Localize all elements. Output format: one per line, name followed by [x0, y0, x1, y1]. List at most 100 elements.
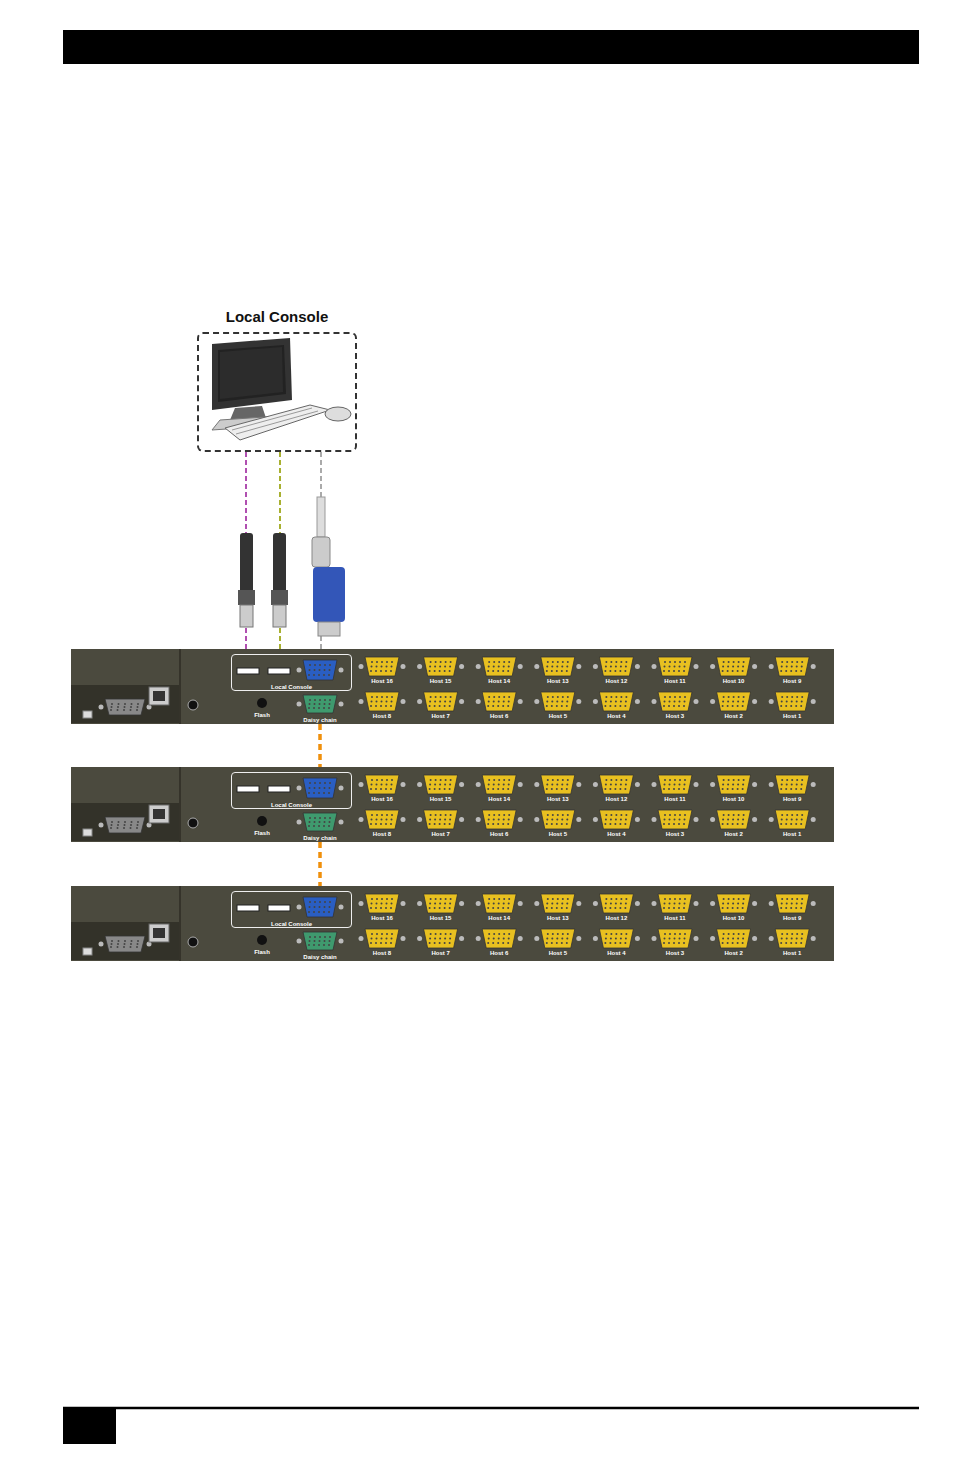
pin-hole: [780, 907, 782, 909]
screw: [476, 699, 481, 704]
pin-hole: [683, 788, 685, 790]
pin-hole: [487, 788, 489, 790]
pin-hole: [319, 782, 321, 784]
pin-hole: [328, 911, 330, 913]
pin-hole: [722, 903, 724, 905]
pin-hole: [440, 898, 442, 900]
pin-hole: [449, 788, 451, 790]
pin-hole: [313, 911, 315, 913]
port-label: Host 12: [595, 915, 637, 922]
pin-hole: [620, 779, 622, 781]
cable-connector: [318, 724, 322, 772]
port-label: Daisy chain: [300, 835, 340, 842]
pin-hole: [727, 903, 729, 905]
pin-hole: [380, 705, 382, 707]
pin-hole: [620, 938, 622, 940]
pin-hole: [503, 903, 505, 905]
pin-hole: [488, 701, 490, 703]
pin-hole: [488, 933, 490, 935]
pin-hole: [391, 898, 393, 900]
pin-hole: [678, 907, 680, 909]
power-jack: [188, 700, 198, 710]
pin-hole: [430, 933, 432, 935]
pin-hole: [430, 814, 432, 816]
port-label: Host 11: [654, 915, 696, 922]
pin-hole: [390, 670, 392, 672]
pin-hole: [314, 821, 316, 823]
pin-hole: [561, 788, 563, 790]
pin-hole: [615, 814, 617, 816]
vga-port: [482, 657, 516, 676]
pin-hole: [551, 942, 553, 944]
pin-hole: [790, 788, 792, 790]
pin-hole: [790, 907, 792, 909]
pin-hole: [434, 701, 436, 703]
pin-hole: [329, 936, 331, 938]
pin-hole: [723, 898, 725, 900]
screw: [359, 664, 364, 669]
screw: [811, 664, 816, 669]
pin-hole: [781, 814, 783, 816]
pin-hole: [605, 898, 607, 900]
pin-hole: [785, 907, 787, 909]
pin-hole: [566, 784, 568, 786]
pin-hole: [663, 942, 665, 944]
pin-hole: [604, 942, 606, 944]
pin-hole: [508, 898, 510, 900]
panel-divider: [179, 886, 181, 961]
cable-connector: [320, 452, 322, 654]
pin-hole: [561, 823, 563, 825]
pin-hole: [604, 705, 606, 707]
pin-hole: [620, 933, 622, 935]
pin-hole: [137, 706, 139, 708]
pin-hole: [614, 907, 616, 909]
pin-hole: [790, 823, 792, 825]
screw: [459, 936, 464, 941]
pin-hole: [668, 907, 670, 909]
pin-hole: [124, 940, 126, 942]
pin-hole: [111, 703, 113, 705]
pin-hole: [566, 903, 568, 905]
pin-hole: [727, 938, 729, 940]
pin-hole: [743, 898, 745, 900]
pin-hole: [624, 823, 626, 825]
pin-hole: [507, 788, 509, 790]
pin-hole: [742, 705, 744, 707]
pin-hole: [450, 696, 452, 698]
vga-port: [424, 894, 458, 913]
panel-art: [71, 767, 834, 842]
panel-divider: [179, 767, 181, 842]
screw: [417, 782, 422, 787]
pin-hole: [791, 898, 793, 900]
pin-hole: [450, 661, 452, 663]
vga-port: [365, 894, 399, 913]
pin-hole: [118, 821, 120, 823]
pin-hole: [615, 696, 617, 698]
pin-hole: [488, 903, 490, 905]
port-label: Host 15: [420, 796, 462, 803]
pin-hole: [737, 823, 739, 825]
pin-hole: [557, 696, 559, 698]
pin-hole: [796, 701, 798, 703]
vga-port: [541, 894, 575, 913]
pin-hole: [435, 933, 437, 935]
vga-port: [105, 699, 145, 715]
port-label: Host 8: [361, 713, 403, 720]
pin-hole: [625, 933, 627, 935]
vga-port: [365, 929, 399, 948]
pin-hole: [727, 819, 729, 821]
pin-hole: [381, 784, 383, 786]
pin-hole: [546, 823, 548, 825]
pin-hole: [502, 705, 504, 707]
pin-hole: [450, 779, 452, 781]
pin-hole: [727, 823, 729, 825]
pin-hole: [136, 946, 138, 948]
pin-hole: [556, 942, 558, 944]
vga-port: [717, 894, 751, 913]
screw: [459, 901, 464, 906]
pin-hole: [615, 666, 617, 668]
vga-port: [717, 810, 751, 829]
pin-hole: [743, 814, 745, 816]
port-label: Host 9: [771, 915, 813, 922]
pin-hole: [376, 661, 378, 663]
